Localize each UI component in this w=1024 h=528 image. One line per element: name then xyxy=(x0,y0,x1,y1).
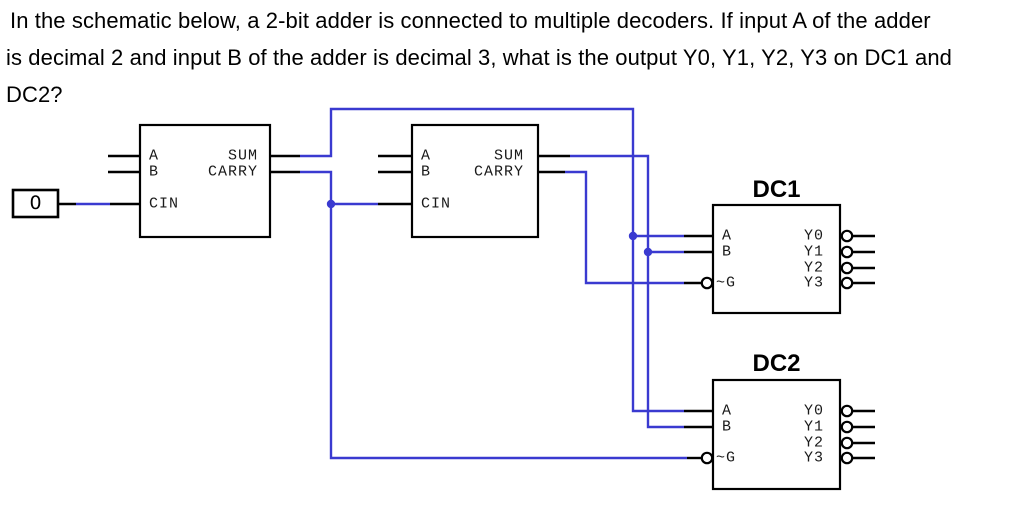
adder2-pin-label-a: A xyxy=(421,147,432,165)
junction-dot-group xyxy=(326,199,653,257)
wire-group-blue xyxy=(76,107,687,460)
dc2-pin-label-y2: Y2 xyxy=(803,434,824,452)
junction-dot-cin2 xyxy=(326,199,336,209)
dc1-y2-bubble-icon xyxy=(840,261,854,275)
junction-dot-dc1b xyxy=(643,247,653,257)
dc2-pin-label-y1: Y1 xyxy=(803,418,824,436)
bubble-group xyxy=(700,229,854,465)
dc1-pin-label-b: B xyxy=(722,243,733,261)
adder2-pin-label-sum: SUM xyxy=(493,147,524,165)
dc2-pin-label-g: ~G xyxy=(716,449,737,467)
box-group xyxy=(11,123,842,491)
dc1-title: DC1 xyxy=(752,176,801,203)
adder1-box xyxy=(138,123,272,239)
wire-carry2-net xyxy=(565,170,684,285)
wire-carry1-net xyxy=(300,170,687,460)
dc1-pin-label-y2: Y2 xyxy=(803,259,824,277)
adder1-pin-label-sum: SUM xyxy=(227,147,258,165)
dc2-box xyxy=(711,378,842,491)
dc1-pin-label-y3: Y3 xyxy=(803,274,824,292)
dc1-g-bubble-icon xyxy=(700,276,714,290)
wire-sum2-net xyxy=(570,154,684,429)
dc2-g-bubble-icon xyxy=(700,451,714,465)
adder2-pin-label-cin: CIN xyxy=(421,195,452,213)
dc2-pin-label-b: B xyxy=(722,418,733,436)
dc2-pin-label-y3: Y3 xyxy=(803,449,824,467)
dc1-pin-label-y1: Y1 xyxy=(803,243,824,261)
dc2-pin-label-a: A xyxy=(722,402,733,420)
dc1-pin-label-g: ~G xyxy=(716,274,737,292)
dc1-pin-label-a: A xyxy=(722,227,733,245)
constant-0-box xyxy=(11,188,60,219)
dc2-pin-label-y0: Y0 xyxy=(803,402,824,420)
dc2-y1-bubble-icon xyxy=(840,420,854,434)
adder2-box xyxy=(410,123,540,239)
adder2-pin-label-b: B xyxy=(421,163,432,181)
dc1-y0-bubble-icon xyxy=(840,229,854,243)
question-line-1: In the schematic below, a 2-bit adder is… xyxy=(10,8,931,33)
wire-group-black xyxy=(58,154,875,460)
dc1-pin-label-y0: Y0 xyxy=(803,227,824,245)
dc1-box xyxy=(711,203,842,315)
dc1-y3-bubble-icon xyxy=(840,276,854,290)
adder1-pin-label-b: B xyxy=(149,163,160,181)
dc1-y1-bubble-icon xyxy=(840,245,854,259)
adder1-pin-label-cin: CIN xyxy=(149,195,180,213)
adder1-pin-label-carry: CARRY xyxy=(207,163,258,181)
question-line-3: DC2? xyxy=(6,82,63,107)
adder2-pin-label-carry: CARRY xyxy=(473,163,524,181)
constant-0-label: 0 xyxy=(29,192,42,214)
adder1-pin-label-a: A xyxy=(149,147,160,165)
dc2-y2-bubble-icon xyxy=(840,436,854,450)
dc2-y0-bubble-icon xyxy=(840,404,854,418)
junction-dot-dc1a xyxy=(628,231,638,241)
question-line-2: is decimal 2 and input B of the adder is… xyxy=(6,45,953,70)
dc2-y3-bubble-icon xyxy=(840,451,854,465)
wire-sum1-net xyxy=(300,107,684,413)
dc2-title: DC2 xyxy=(752,350,801,377)
